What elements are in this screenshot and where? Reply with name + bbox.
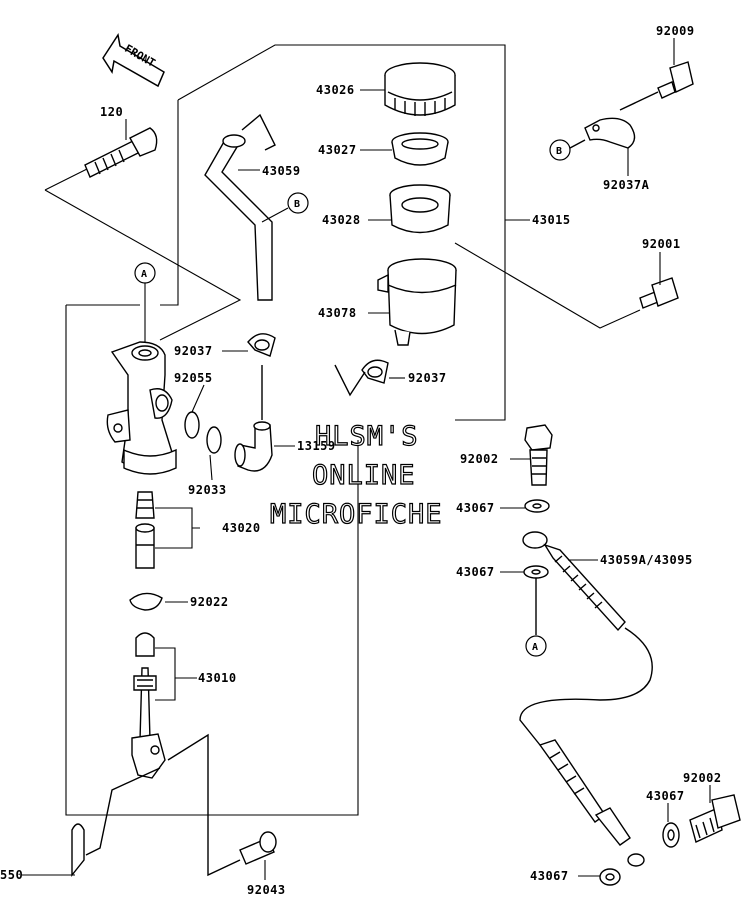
diaphragm-43028-icon [389, 184, 451, 234]
washer-43067-b-icon [523, 565, 549, 579]
svg-text:B: B [294, 199, 300, 210]
hose-43059-icon [204, 113, 276, 301]
washer-43067-d-icon [599, 868, 621, 886]
svg-text:A: A [141, 269, 147, 280]
clamp-92037-top-icon [247, 333, 276, 357]
clamp-92037-mid-icon [334, 359, 389, 397]
plate-43027-icon [391, 132, 449, 166]
label-43067-b: 43067 [456, 565, 495, 579]
banjo-bolt-92002-top-icon [524, 424, 553, 486]
oring-92033-icon [206, 426, 222, 454]
svg-text:A: A [532, 642, 538, 653]
label-43067-c: 43067 [646, 789, 685, 803]
label-43078: 43078 [318, 306, 357, 320]
label-92033: 92033 [188, 483, 227, 497]
pushrod-43010-icon [131, 632, 166, 779]
banjo-bolt-92002-bot-icon [689, 794, 741, 843]
bolt-120-icon [84, 127, 158, 178]
label-43067-d: 43067 [530, 869, 569, 883]
label-92055: 92055 [174, 371, 213, 385]
label-13159: 13159 [297, 439, 336, 453]
label-43027: 43027 [318, 143, 357, 157]
piston-43020-icon [135, 491, 155, 569]
bolt-92009-icon [619, 61, 694, 111]
part-labels: 120 43026 43027 43028 43059 43015 43078 … [0, 24, 722, 897]
label-43067-a: 43067 [456, 501, 495, 515]
ref-marker-a-top: A [134, 262, 156, 343]
label-550: 550 [0, 868, 23, 882]
washer-43067-c-icon [662, 822, 680, 848]
bracket-92037A-icon [569, 117, 636, 149]
label-92037A: 92037A [603, 178, 650, 192]
label-43010: 43010 [198, 671, 237, 685]
front-arrow: FRONT [102, 33, 165, 88]
label-92002-bot: 92002 [683, 771, 722, 785]
label-43028: 43028 [322, 213, 361, 227]
label-43059A: 43059A/43095 [600, 553, 693, 567]
circlip-92022-icon [129, 592, 163, 611]
group-outline-upper [160, 44, 641, 421]
brake-hose-43059A-icon [519, 531, 653, 867]
group-outline-lower [65, 304, 359, 816]
watermark-line-2: ONLINE [312, 460, 416, 491]
label-120: 120 [100, 105, 123, 119]
bolt-120-leader [44, 164, 242, 341]
watermark-line-1: HLSM'S [315, 421, 419, 452]
leader-lines [22, 38, 711, 880]
ref-marker-a-bottom: A [525, 635, 547, 657]
pin-92043-icon [167, 733, 277, 877]
watermark: HLSM'S ONLINE MICROFICHE [269, 420, 443, 530]
label-92043: 92043 [247, 883, 286, 897]
label-92037-top: 92037 [174, 344, 213, 358]
label-92002-top: 92002 [460, 452, 499, 466]
oring-92055-icon [184, 411, 200, 439]
bolt-92001-icon [639, 277, 679, 309]
master-cylinder-icon [106, 341, 177, 475]
ref-marker-b-right: B [549, 139, 571, 161]
label-43059: 43059 [262, 164, 301, 178]
label-92001: 92001 [642, 237, 681, 251]
reservoir-43078-icon [377, 258, 457, 346]
cotter-pin-550-icon [71, 767, 161, 877]
watermark-line-3: MICROFICHE [270, 499, 443, 530]
svg-text:B: B [556, 146, 562, 157]
label-92009: 92009 [656, 24, 695, 38]
label-43015: 43015 [532, 213, 571, 227]
label-92037-mid: 92037 [408, 371, 447, 385]
label-92022: 92022 [190, 595, 229, 609]
label-43026: 43026 [316, 83, 355, 97]
fitting-13159-icon [234, 365, 273, 472]
washer-43067-a-icon [524, 499, 550, 513]
cap-43026-icon [384, 62, 456, 116]
ref-marker-b-top: B [261, 192, 309, 223]
label-43020: 43020 [222, 521, 261, 535]
